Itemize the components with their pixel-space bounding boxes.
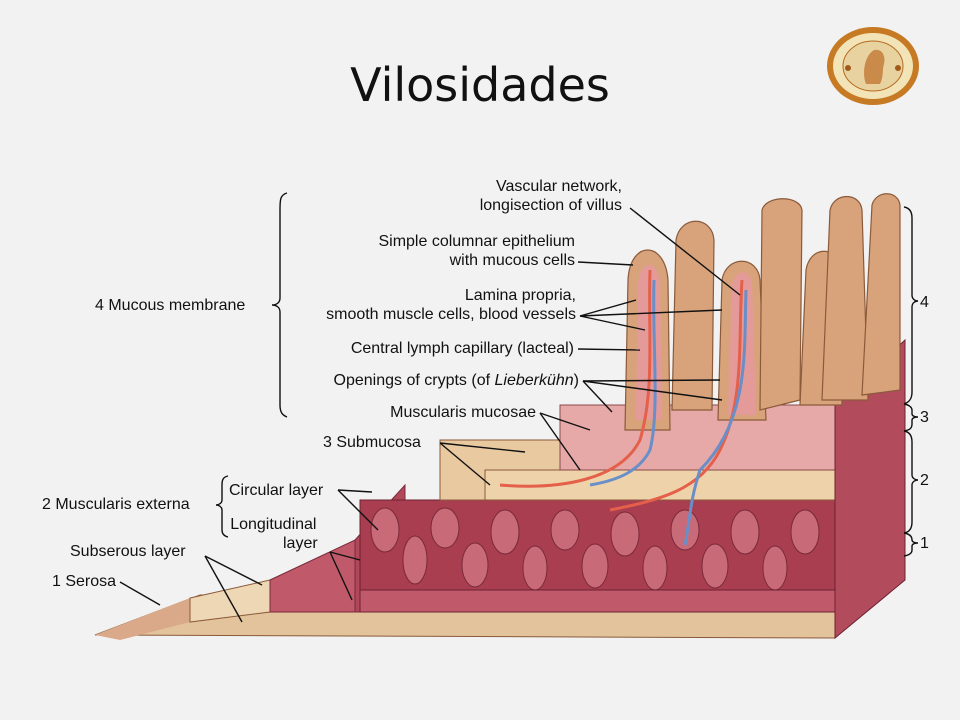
label-lamina-propria: Lamina propria, smooth muscle cells, blo… xyxy=(326,287,576,323)
label-central-lymph-capillary: Central lymph capillary (lacteal) xyxy=(350,340,574,357)
marker-2: 2 xyxy=(920,472,929,489)
label-muscularis-mucosae: Muscularis mucosae xyxy=(390,404,536,421)
label-openings-of-crypts: Openings of crypts (of Lieberkühn) xyxy=(333,372,579,389)
label-muscularis-externa: 2 Muscularis externa xyxy=(42,496,190,513)
label-mucous-membrane: 4 Mucous membrane xyxy=(95,297,246,314)
label-circular-layer: Circular layer xyxy=(229,482,324,499)
page-title: Vilosidades xyxy=(350,58,610,112)
label-serosa: 1 Serosa xyxy=(52,573,117,590)
marker-1: 1 xyxy=(920,535,929,552)
label-subserous-layer: Subserous layer xyxy=(70,543,186,560)
label-longitudinal-layer: Longitudinal layer xyxy=(230,516,318,552)
label-submucosa: 3 Submucosa xyxy=(323,434,421,451)
label-vascular-network: Vascular network, longisection of villus xyxy=(479,178,622,214)
marker-4: 4 xyxy=(920,294,929,311)
anatomy-league-seal-icon xyxy=(827,27,919,105)
marker-3: 3 xyxy=(920,409,929,426)
label-simple-columnar-epithelium: Simple columnar epithelium with mucous c… xyxy=(378,233,575,269)
